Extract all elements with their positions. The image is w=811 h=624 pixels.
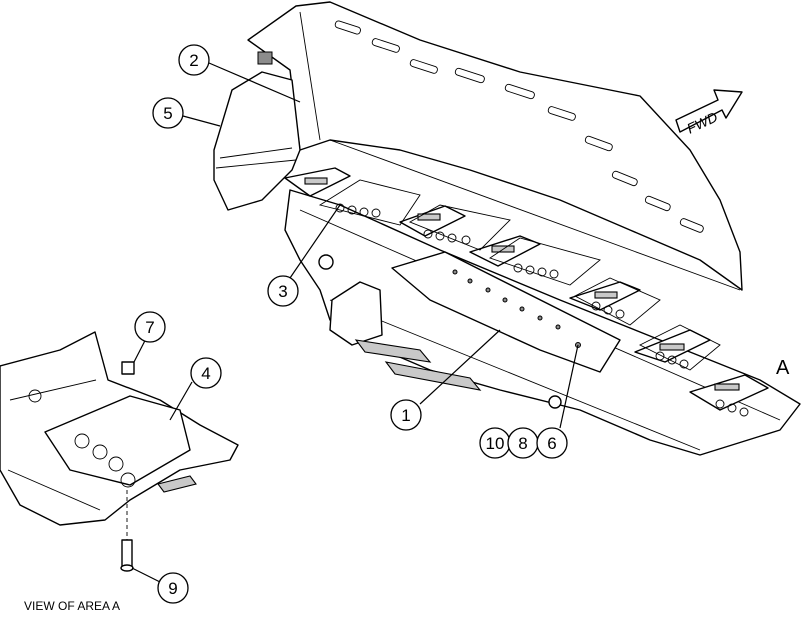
side-housing bbox=[213, 71, 301, 211]
bracket-holes bbox=[335, 203, 749, 417]
callout-4: 4 bbox=[190, 357, 222, 389]
callout-7-label: 7 bbox=[145, 318, 154, 337]
detail-view bbox=[0, 331, 239, 572]
callout-6: 6 bbox=[536, 427, 568, 459]
callout-3: 3 bbox=[267, 275, 299, 307]
callout-3-label: 3 bbox=[278, 282, 287, 301]
callout-9-label: 9 bbox=[168, 579, 177, 598]
callout-8-label: 8 bbox=[518, 434, 527, 453]
callout-4-label: 4 bbox=[201, 364, 210, 383]
callout-8: 8 bbox=[507, 427, 539, 459]
callout-5: 5 bbox=[152, 97, 184, 129]
callout-1: 1 bbox=[390, 399, 422, 431]
callout-2-label: 2 bbox=[189, 51, 198, 70]
hole-brackets bbox=[318, 179, 721, 371]
callout-2: 2 bbox=[178, 44, 210, 76]
callout-5-label: 5 bbox=[163, 104, 172, 123]
callout-9: 9 bbox=[157, 572, 189, 604]
leader-lines bbox=[131, 62, 579, 583]
view-caption: VIEW OF AREA A bbox=[24, 599, 120, 613]
forward-arrow-icon: FWD bbox=[675, 89, 743, 137]
callout-6-label: 6 bbox=[547, 434, 556, 453]
lower-brackets bbox=[318, 254, 562, 409]
callout-10-label: 10 bbox=[486, 434, 505, 453]
center-plate bbox=[391, 251, 621, 373]
callout-10: 10 bbox=[479, 427, 511, 459]
callout-7: 7 bbox=[134, 311, 166, 343]
main-panel bbox=[247, 1, 743, 291]
area-a-label: A bbox=[776, 357, 790, 379]
callout-1-label: 1 bbox=[401, 406, 410, 425]
